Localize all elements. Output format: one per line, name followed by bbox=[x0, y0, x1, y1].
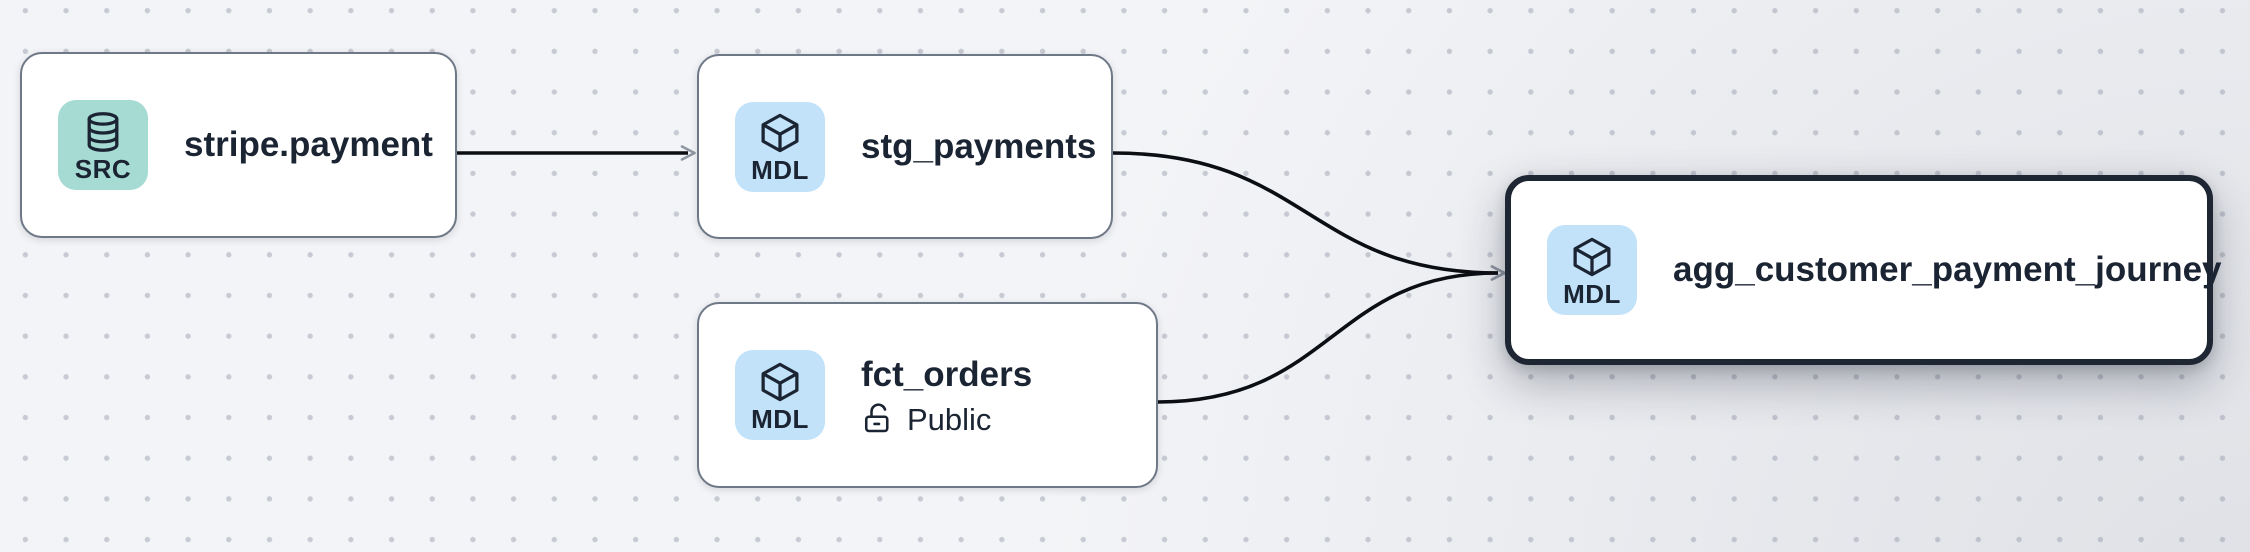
node-agg-customer-payment-journey[interactable]: MDL agg_customer_payment_journey bbox=[1505, 175, 2222, 365]
node-title: agg_customer_payment_journey bbox=[1673, 250, 2222, 290]
node-stg-payments[interactable]: MDL stg_payments bbox=[697, 54, 1113, 239]
node-title: fct_orders bbox=[861, 354, 1033, 394]
edge-stg-payments-to-agg-customer-payment-journey[interactable] bbox=[1112, 151, 1506, 281]
badge-label: MDL bbox=[1563, 278, 1621, 309]
node-type-badge-mdl: MDL bbox=[735, 101, 825, 192]
node-type-badge-mdl: MDL bbox=[735, 350, 825, 440]
cube-icon bbox=[761, 362, 799, 401]
lock-open-icon bbox=[864, 403, 889, 433]
node-fct-orders[interactable]: MDL fct_orders Public bbox=[697, 302, 1158, 488]
node-access-label: Public bbox=[907, 401, 992, 437]
node-title: stripe.payment bbox=[184, 125, 433, 165]
cube-icon bbox=[761, 113, 799, 153]
node-access-row: Public bbox=[861, 401, 1032, 437]
database-icon bbox=[87, 111, 119, 152]
node-text: fct_orders Public bbox=[861, 353, 1032, 438]
badge-label: MDL bbox=[751, 403, 809, 434]
cube-icon bbox=[1573, 237, 1611, 276]
edge-fct-orders-to-agg-customer-payment-journey[interactable] bbox=[1157, 265, 1506, 404]
node-type-badge-src: SRC bbox=[58, 100, 148, 190]
node-title: stg_payments bbox=[861, 126, 1097, 166]
badge-label: MDL bbox=[751, 155, 809, 185]
badge-label: SRC bbox=[74, 153, 132, 184]
node-stripe-payment[interactable]: SRC stripe.payment bbox=[20, 52, 457, 238]
node-type-badge-mdl: MDL bbox=[1547, 225, 1637, 315]
